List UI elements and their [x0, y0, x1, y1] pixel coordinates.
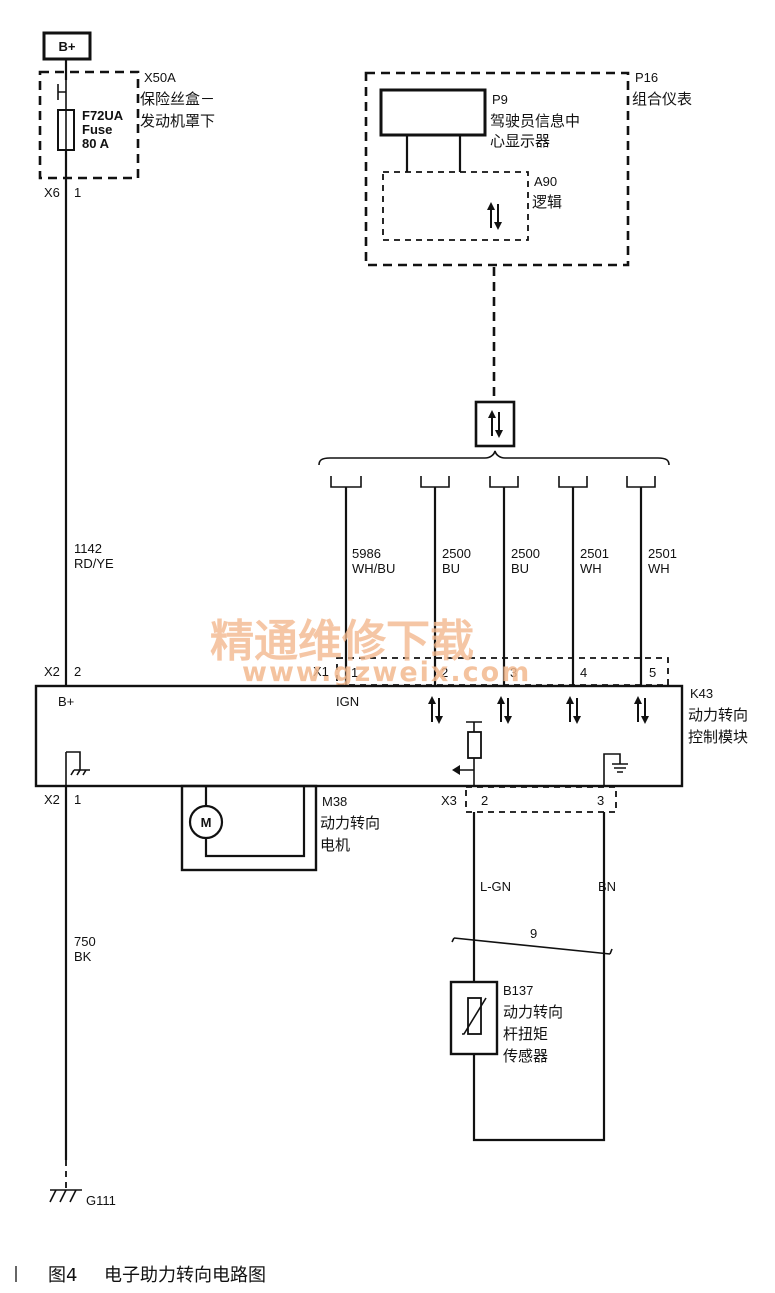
x3-pin-3: 3 — [597, 793, 604, 808]
motor-name-1: 动力转向 — [320, 814, 380, 832]
caption-figure: 图4 — [48, 1265, 77, 1286]
ground-id: G111 — [86, 1193, 116, 1208]
pin3-data-arrow-icon — [496, 695, 513, 725]
bus-wire-3-color: BU — [511, 561, 529, 576]
x3-connector — [465, 786, 617, 813]
fuse-box-name-2: 发动机罩下 — [140, 112, 215, 130]
module-name-1: 动力转向 — [688, 706, 748, 724]
sensor-name-1: 动力转向 — [503, 1003, 563, 1021]
bus-wire-2-number: 2500 — [442, 546, 471, 561]
fuse-id: F72UA — [82, 108, 124, 123]
x2-top-pin: 2 — [74, 664, 81, 679]
x2-top-connector: X2 — [44, 664, 60, 679]
ground-g111-icon — [49, 1189, 82, 1203]
motor-icon — [188, 804, 224, 840]
fuse-box-id: X50A — [144, 70, 176, 85]
x2-bottom-connector: X2 — [44, 792, 60, 807]
b-plus-label: B+ — [59, 39, 76, 54]
fuse-box-x50a: F72UA Fuse 80 A X50A 保险丝盒－ 发动机罩下 X6 1 — [38, 59, 215, 200]
wire-l-gn-color: L-GN — [480, 879, 511, 894]
fuse-box-name-1: 保险丝盒－ — [140, 90, 215, 108]
watermark-text: 精通维修下载 — [210, 616, 474, 667]
chassis-ground-left-icon — [65, 751, 90, 786]
torque-sensor-b137: B137 动力转向 杆扭矩 传感器 — [449, 980, 563, 1065]
wire-bn — [472, 812, 606, 1142]
bus-wire-1-number: 5986 — [352, 546, 381, 561]
x3-label: X3 — [441, 793, 457, 808]
driver-info-display-p9 — [379, 88, 487, 137]
internal-arrow-icon — [452, 765, 460, 775]
x1-label: X1 — [313, 664, 329, 679]
instrument-cluster-p16: P16 组合仪表 P9 驾驶员信息中 心显示器 A90 逻辑 — [364, 70, 692, 267]
pin4-data-arrow-icon — [565, 695, 582, 725]
twisted-pair-marker — [451, 937, 613, 955]
bus-wire-5-color: WH — [648, 561, 670, 576]
wire-1142-number: 1142 — [74, 541, 102, 556]
bus-wire-4-color: WH — [580, 561, 602, 576]
module-id: K43 — [690, 686, 713, 701]
wire-750-number: 750 — [74, 934, 96, 949]
display-name-2: 心显示器 — [490, 132, 550, 150]
x3-pin-2: 2 — [481, 793, 488, 808]
logic-bidirectional-arrow-icon — [486, 201, 503, 231]
module-name-2: 控制模块 — [688, 728, 748, 746]
fuse-rating: 80 A — [82, 136, 110, 151]
x1-pin-3: 3 — [510, 665, 517, 680]
watermark-url: www.gzweix.com — [242, 657, 531, 688]
x1-pin-2: 2 — [441, 665, 448, 680]
pin5-data-arrow-icon — [633, 695, 650, 725]
caption-title: 电子助力转向电路图 — [104, 1265, 266, 1286]
x1-pin-1: 1 — [351, 665, 358, 680]
cluster-name: 组合仪表 — [632, 90, 692, 108]
bus-wire-3-number: 2500 — [511, 546, 540, 561]
motor-id: M38 — [322, 794, 347, 809]
bus-wire-1-color: WH/BU — [352, 561, 395, 576]
display-name-1: 驾驶员信息中 — [490, 112, 580, 130]
sensor-name-2: 杆扭矩 — [503, 1025, 548, 1043]
battery-positive-terminal: B+ — [42, 31, 92, 61]
logic-a90 — [382, 171, 529, 241]
bus-wire-4-number: 2501 — [580, 546, 609, 561]
x1-connector — [336, 657, 669, 686]
fuse-box-connector: X6 — [44, 185, 60, 200]
power-steering-motor-m38: M M38 动力转向 电机 — [180, 784, 380, 872]
bus-wire-5-number: 2501 — [648, 546, 677, 561]
x1-pin-5: 5 — [649, 665, 656, 680]
internal-resistor — [467, 731, 482, 759]
twist-label: 9 — [530, 926, 537, 941]
pin2-data-arrow-icon — [427, 695, 444, 725]
wire-750-color: BK — [74, 949, 92, 964]
display-id: P9 — [492, 92, 508, 107]
logic-name: 逻辑 — [532, 193, 562, 211]
x1-pin-4: 4 — [580, 665, 587, 680]
cluster-id: P16 — [635, 70, 658, 85]
wire-bn-color: BN — [598, 879, 616, 894]
logic-id: A90 — [534, 174, 557, 189]
bus-wire-2-color: BU — [442, 561, 460, 576]
bus-wires: 5986 WH/BU 2500 BU 2500 BU 2501 WH 2501 … — [330, 476, 677, 686]
bus-brace — [318, 450, 670, 466]
module-b-plus: B+ — [58, 694, 74, 709]
power-steering-module-k43: B+ IGN K43 动力转向 控制模块 — [34, 684, 748, 788]
x2-bottom-pin: 1 — [74, 792, 81, 807]
wire-1142-color: RD/YE — [74, 556, 114, 571]
motor-name-2: 电机 — [320, 836, 350, 854]
module-ign: IGN — [336, 694, 359, 709]
fuse-type: Fuse — [82, 122, 112, 137]
sensor-name-3: 传感器 — [503, 1047, 548, 1065]
fuse-box-pin: 1 — [74, 185, 81, 200]
sensor-id: B137 — [503, 983, 533, 998]
serial-data-icon — [474, 400, 516, 448]
signal-ground-right-icon — [603, 753, 628, 786]
motor-symbol: M — [201, 815, 212, 830]
